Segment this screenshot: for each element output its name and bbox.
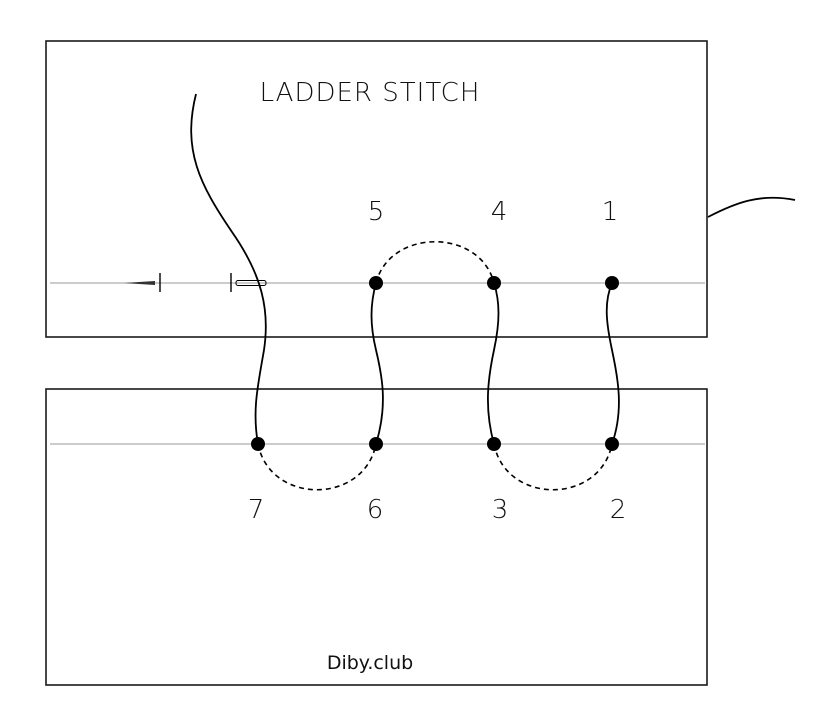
thread-lead [190, 93, 267, 445]
label-point-5: 5 [368, 197, 385, 227]
stitch-point-1 [605, 276, 619, 290]
stitch-point-5 [369, 276, 383, 290]
hidden-stitch-5-4 [375, 241, 495, 284]
stitch-point-7 [251, 437, 265, 451]
needle-icon [124, 273, 267, 292]
diagram-title: LADDER STITCH [260, 78, 481, 108]
stitch-point-4 [487, 276, 501, 290]
stitch-point-2 [605, 437, 619, 451]
hidden-stitch-3-2 [493, 443, 613, 491]
label-point-7: 7 [248, 495, 265, 525]
stitch-point-3 [487, 437, 501, 451]
thread-rung-3-4 [487, 282, 500, 445]
label-point-6: 6 [367, 495, 384, 525]
footer-credit: Diby.club [327, 652, 413, 674]
label-point-4: 4 [491, 197, 508, 227]
bottom-fabric-panel [45, 388, 708, 686]
top-fabric-panel [45, 40, 708, 338]
thread-tail-right [707, 196, 796, 218]
thread-rung-2-1 [605, 282, 620, 445]
label-point-1: 1 [602, 197, 619, 227]
label-point-3: 3 [492, 495, 509, 525]
thread-rung-6-5 [370, 282, 384, 445]
stitch-point-6 [369, 437, 383, 451]
hidden-stitch-7-6 [257, 443, 377, 491]
label-point-2: 2 [610, 495, 627, 525]
